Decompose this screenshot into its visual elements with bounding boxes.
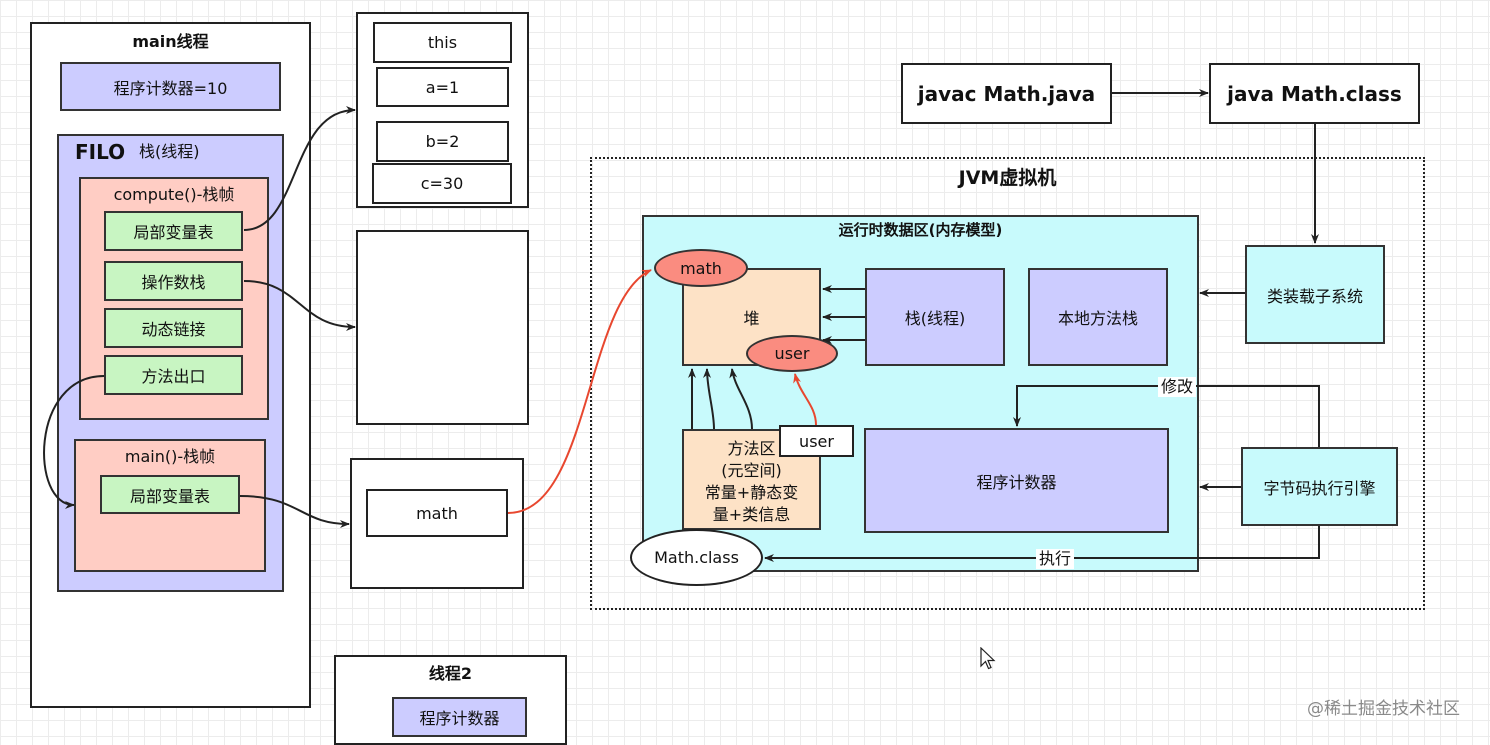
- arrow-execute: [764, 526, 1320, 562]
- heap-math-object: math: [654, 249, 748, 287]
- execute-label: 执行: [1036, 549, 1075, 569]
- java-command: java Math.class: [1209, 63, 1420, 124]
- modify-label: 修改: [1158, 377, 1197, 397]
- runtime-data-area-title: 运行时数据区(内存模型): [838, 221, 1003, 239]
- watermark: @稀土掘金技术社区: [1307, 699, 1460, 719]
- arrow-math-ref-to-heap: [507, 269, 652, 514]
- arrow-method-to-heap-2: [703, 368, 715, 430]
- thread2-program-counter: 程序计数器: [392, 697, 527, 737]
- arrow-main-locals-to-math: [239, 495, 350, 528]
- javac-command: javac Math.java: [901, 63, 1112, 124]
- locals-b: b=2: [376, 121, 509, 162]
- main-thread-title: main线程: [132, 32, 209, 51]
- compute-method-exit: 方法出口: [104, 355, 243, 395]
- main-frame-title: main()-栈帧: [124, 447, 216, 466]
- filo-label: FILO: [75, 140, 126, 164]
- compute-operand-stack: 操作数栈: [104, 261, 243, 301]
- main-local-vars: 局部变量表: [100, 475, 240, 514]
- compute-dynamic-link: 动态链接: [104, 308, 243, 348]
- compute-frame-title: compute()-栈帧: [113, 185, 235, 204]
- jvm-title: JVM虚拟机: [958, 167, 1057, 189]
- jvm-program-counter: 程序计数器: [864, 428, 1169, 533]
- locals-this: this: [373, 22, 512, 63]
- arrow-user-to-heap-user: [793, 373, 817, 426]
- thread2-title: 线程2: [428, 664, 473, 683]
- compute-local-vars: 局部变量表: [104, 211, 243, 251]
- jvm-stack: 栈(线程): [865, 268, 1005, 366]
- main-program-counter: 程序计数器=10: [60, 62, 281, 111]
- arrow-exit-to-main-frame: [43, 375, 105, 509]
- arrow-operand-to-box: [243, 280, 356, 331]
- locals-a: a=1: [376, 67, 509, 107]
- class-loader-subsystem: 类装载子系统: [1245, 245, 1385, 344]
- operand-stack-box: [356, 230, 529, 425]
- main-locals-math: math: [366, 489, 508, 537]
- stack-label: 栈(线程): [139, 142, 200, 161]
- locals-c: c=30: [372, 163, 512, 204]
- native-method-stack: 本地方法栈: [1028, 268, 1168, 366]
- bytecode-execution-engine: 字节码执行引擎: [1241, 447, 1398, 526]
- math-class-ellipse: Math.class: [630, 529, 763, 586]
- method-area-user-label: user: [779, 425, 854, 457]
- arrow-locals-to-table: [243, 106, 356, 231]
- mouse-cursor-icon: [980, 647, 996, 670]
- arrow-method-to-heap-3: [729, 368, 753, 430]
